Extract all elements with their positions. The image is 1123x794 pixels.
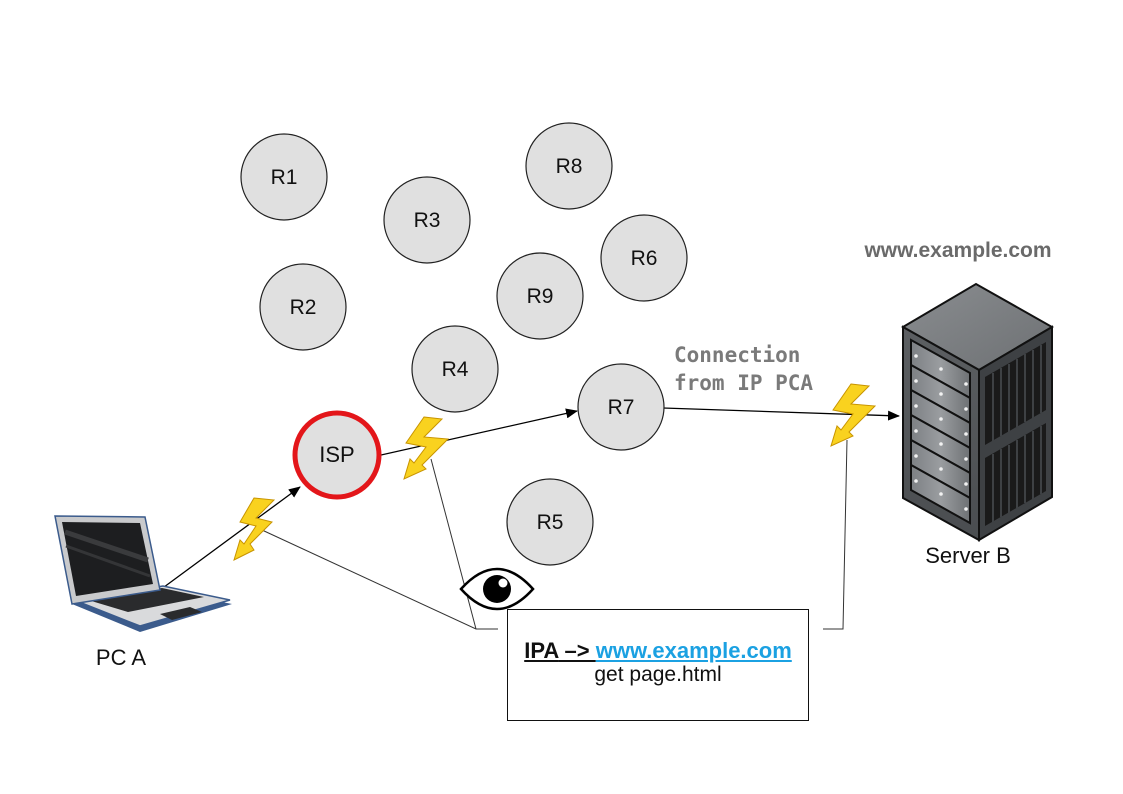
isp-node[interactable]: ISP [292, 410, 382, 500]
connection-note-line1: Connection [674, 343, 800, 367]
router-r9[interactable]: R9 [496, 252, 584, 340]
isp-label: ISP [319, 442, 354, 467]
router-r1[interactable]: R1 [240, 133, 328, 221]
router-label: R9 [527, 285, 554, 308]
router-label: R5 [537, 511, 564, 534]
router-r8[interactable]: R8 [525, 122, 613, 210]
server-leds [914, 354, 968, 511]
server-domain-label: www.example.com [863, 239, 1051, 262]
link-isp-to-r7 [380, 408, 578, 456]
router-label: R4 [442, 358, 469, 381]
router-label: R3 [414, 209, 441, 232]
server-icon[interactable] [901, 282, 1054, 542]
observation-source: IPA [524, 638, 559, 663]
router-label: R6 [631, 247, 658, 270]
server-label: Server B [925, 543, 1011, 568]
connection-note-line2: from IP PCA [674, 371, 813, 395]
lightning-icon [830, 383, 877, 447]
laptop-icon[interactable] [54, 515, 232, 632]
eye-icon [459, 567, 535, 611]
router-r2[interactable]: R2 [259, 263, 347, 351]
client-label: PC A [96, 645, 146, 670]
tap-line-isp-link [430, 458, 477, 630]
router-label: R2 [290, 296, 317, 319]
router-label: R7 [608, 396, 635, 419]
observation-arrow: –> [558, 638, 596, 663]
router-r6[interactable]: R6 [600, 214, 688, 302]
observation-destination-link[interactable]: www.example.com [595, 638, 792, 663]
router-label: R1 [271, 166, 298, 189]
router-r3[interactable]: R3 [383, 176, 471, 264]
lightning-icon [403, 416, 450, 480]
tap-line-server-link [823, 439, 848, 630]
observation-summary: IPA –> www.example.com [508, 638, 808, 663]
router-r4[interactable]: R4 [411, 325, 499, 413]
observation-box: IPA –> www.example.com get page.html [507, 609, 809, 721]
observation-request: get page.html [594, 663, 722, 686]
router-label: R8 [556, 155, 583, 178]
lightning-icon [233, 497, 276, 561]
router-r7[interactable]: R7 [577, 363, 665, 451]
router-r5[interactable]: R5 [506, 478, 594, 566]
link-pc-to-isp [159, 486, 301, 591]
observation-lines [261, 439, 848, 630]
routers: R1 R2 R3 R4 R5 R6 R7 R8 [240, 122, 688, 566]
